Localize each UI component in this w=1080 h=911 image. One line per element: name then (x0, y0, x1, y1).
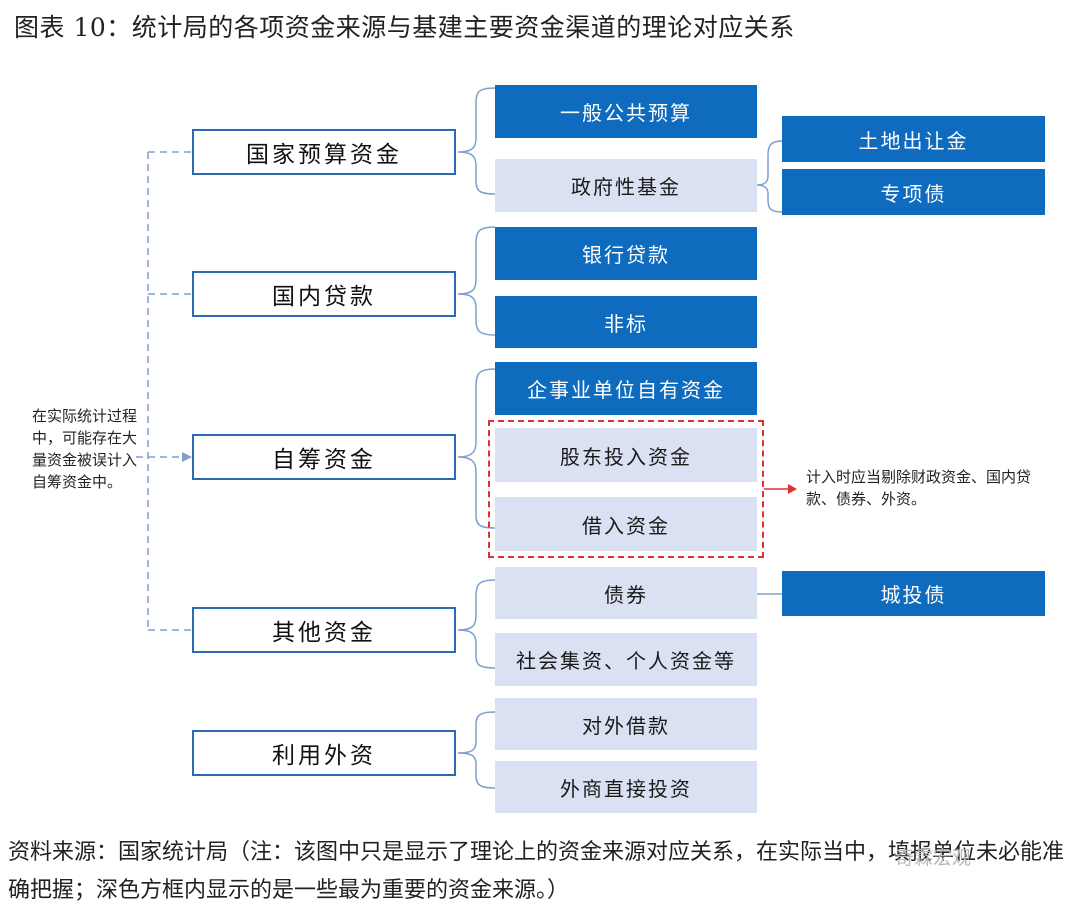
box-special-bond: 专项债 (782, 169, 1045, 215)
source-footnote: 资料来源：国家统计局（注：该图中只是显示了理论上的资金来源对应关系，在实际当中，… (8, 840, 1065, 903)
box-foreign-loans: 对外借款 (495, 698, 757, 750)
figure-title: 图表 10：统计局的各项资金来源与基建主要资金渠道的理论对应关系 (14, 13, 795, 42)
category-foreign-capital: 利用外资 (192, 730, 456, 776)
box-fdi: 外商直接投资 (495, 761, 757, 813)
category-national-budget: 国家预算资金 (192, 129, 456, 175)
highlight-dashed-box (488, 420, 764, 558)
box-general-budget: 一般公共预算 (495, 85, 757, 138)
box-bonds: 债券 (495, 567, 757, 619)
box-land-transfer: 土地出让金 (782, 116, 1045, 162)
box-shareholder-funds: 股东投入资金 (495, 428, 757, 482)
category-domestic-loans: 国内贷款 (192, 271, 456, 317)
box-own-funds: 企事业单位自有资金 (495, 362, 757, 415)
category-self-raised: 自筹资金 (192, 434, 456, 480)
watermark-logo: 奇霖宏观 (895, 847, 972, 869)
box-non-standard: 非标 (495, 296, 757, 348)
box-chengtou-bond: 城投债 (782, 571, 1045, 616)
box-bank-loan: 银行贷款 (495, 227, 757, 280)
box-social-funds: 社会集资、个人资金等 (495, 633, 757, 686)
note-right: 计入时应当剔除财政资金、国内贷款、债券、外资。 (806, 468, 1032, 508)
box-borrowed-funds: 借入资金 (495, 497, 757, 551)
box-gov-fund: 政府性基金 (495, 159, 757, 212)
category-other-funds: 其他资金 (192, 607, 456, 653)
note-left: 在实际统计过程中，可能存在大量资金被误计入自筹资金中。 (32, 407, 138, 491)
